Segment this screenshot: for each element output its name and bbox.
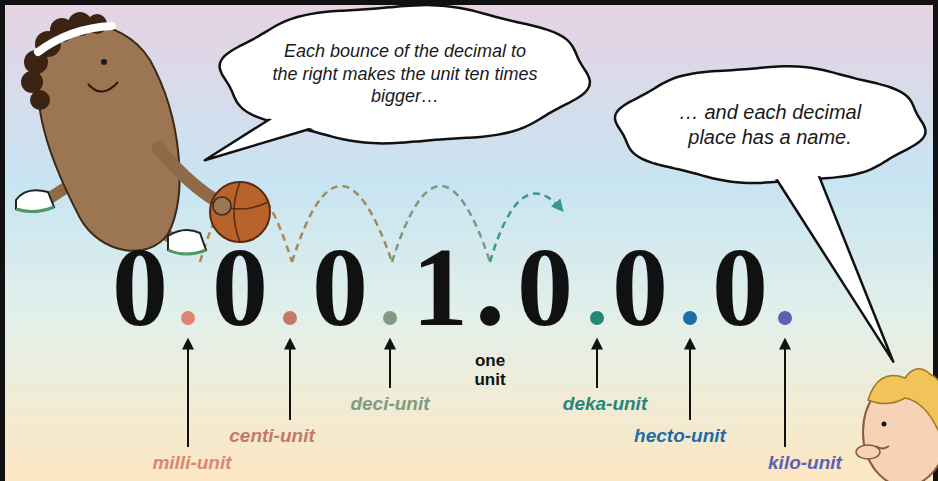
character-eye <box>101 59 107 65</box>
label-holder: kilo-unit <box>768 452 842 474</box>
leader-arrow <box>289 340 291 420</box>
decimal-dot <box>383 311 397 325</box>
decimal-dot <box>283 311 297 325</box>
character-hand <box>856 445 880 459</box>
decimal-digit: 0 <box>612 231 668 343</box>
speech-text: Each bounce of the decimal to the right … <box>270 40 540 108</box>
leader-arrow <box>596 340 598 388</box>
place-name: deka-unit <box>563 393 647 415</box>
sneaker <box>16 190 54 211</box>
decimal-digit: 0 <box>212 231 268 343</box>
bubble-tail <box>775 174 893 362</box>
hair-curl <box>30 90 50 110</box>
decimal-digit: 0 <box>517 231 573 343</box>
label-holder: 0 <box>517 231 573 343</box>
leader-arrow <box>784 340 786 447</box>
decimal-dot <box>590 311 604 325</box>
sneaker-sole <box>16 207 54 212</box>
sneaker-sole <box>168 250 206 254</box>
label-holder: hecto-unit <box>634 425 726 447</box>
character-hair <box>868 369 938 430</box>
label-holder: 0 <box>712 231 768 343</box>
leader-arrow <box>389 340 391 388</box>
speech-bubble: … and each decimal place has a name. <box>617 67 924 182</box>
character-eye <box>882 422 887 427</box>
bubble-text-block: Each bounce of the decimal to the right … <box>270 40 540 108</box>
decimal-digit: 0 <box>112 231 168 343</box>
speech-bubble: Each bounce of the decimal to the right … <box>222 6 588 143</box>
character-smile <box>88 82 118 92</box>
label-holder: 0 <box>212 231 268 343</box>
decimal-dot <box>181 311 195 325</box>
place-name: deci-unit <box>350 393 429 415</box>
leader-arrow <box>187 340 189 447</box>
place-name: centi-unit <box>229 425 315 447</box>
sneaker <box>168 230 206 254</box>
label-holder: 0 <box>312 231 368 343</box>
label-holder: centi-unit <box>229 425 315 447</box>
headband <box>38 26 112 52</box>
character-hand <box>213 197 231 215</box>
decimal-digit: 1 <box>412 231 468 343</box>
label-holder: one unit <box>474 352 505 389</box>
bubble-text-block: … and each decimal place has a name. <box>665 100 875 150</box>
bubble-body <box>615 67 925 184</box>
decimal-digit: 0 <box>712 231 768 343</box>
decimal-digit: 0 <box>312 231 368 343</box>
label-holder: 0 <box>112 231 168 343</box>
bubble-fill <box>222 7 587 140</box>
decimal-dot <box>480 306 500 326</box>
label-holder: 0 <box>612 231 668 343</box>
bubble-outline <box>617 67 924 182</box>
bubble-fill <box>617 69 922 181</box>
speech-text: … and each decimal place has a name. <box>665 100 875 150</box>
decimal-dot <box>683 311 697 325</box>
label-holder: 1 <box>412 231 468 343</box>
label-holder: deka-unit <box>563 393 647 415</box>
decimal-dot <box>778 311 792 325</box>
label-holder: deci-unit <box>350 393 429 415</box>
place-name: milli-unit <box>152 452 231 474</box>
unit-label: one unit <box>474 352 505 389</box>
place-name: kilo-unit <box>768 452 842 474</box>
hair-curl <box>21 71 43 93</box>
character-body <box>38 25 180 251</box>
place-name: hecto-unit <box>634 425 726 447</box>
panel-frame <box>3 3 936 481</box>
leader-arrow <box>689 340 691 420</box>
label-holder: milli-unit <box>152 452 231 474</box>
